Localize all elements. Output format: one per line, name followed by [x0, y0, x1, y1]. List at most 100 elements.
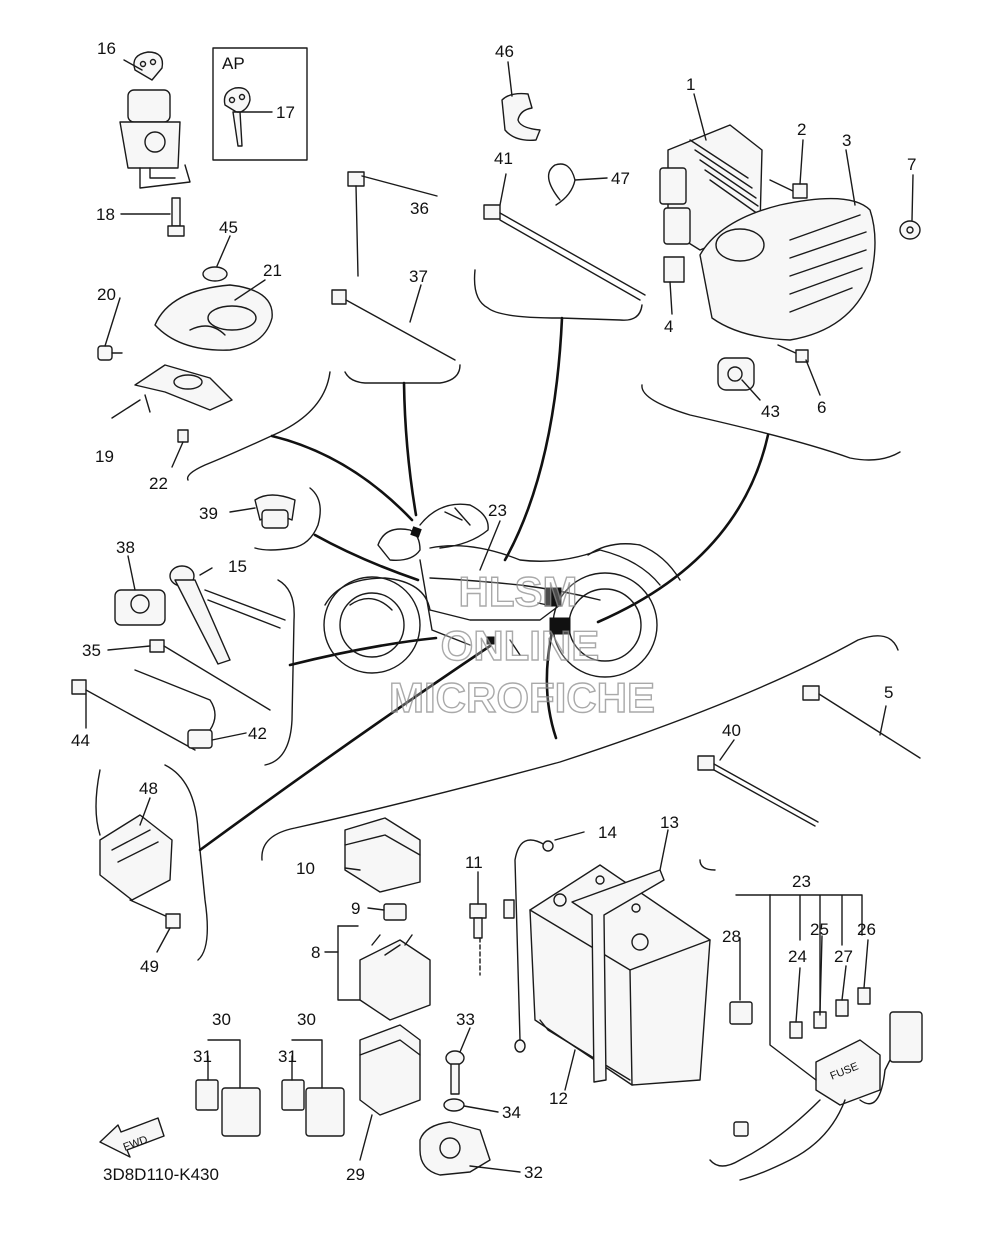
fuse-box-23: FUSE: [709, 1001, 923, 1181]
callout-19: 19: [95, 447, 114, 466]
callout-36: 36: [410, 199, 429, 218]
callout-21: 21: [263, 261, 282, 280]
fuse-9: [383, 903, 407, 921]
label-4: [663, 256, 685, 283]
relay-29: [359, 1024, 421, 1116]
bolt-6: [777, 344, 809, 363]
washer-34: [443, 1098, 465, 1112]
bolt-2: [769, 179, 808, 199]
callout-numbers: 1 2 3 4 5 6 7 8 9 10 11 12 13 14 15 16 1…: [71, 39, 916, 1184]
callout-48: 48: [139, 779, 158, 798]
clip-46: [501, 92, 541, 141]
callout-11: 11: [465, 853, 483, 872]
callout-44: 44: [71, 731, 90, 750]
callout-39: 39: [199, 504, 218, 523]
band-41: [483, 204, 646, 301]
clamp-47: [547, 163, 576, 206]
band-13: [571, 869, 665, 1083]
watermark-line-1: HLSM: [459, 568, 578, 615]
callout-37: 37: [409, 267, 428, 286]
callout-16: 16: [97, 39, 116, 58]
watermark: HLSM ONLINE MICROFICHE: [388, 567, 655, 721]
watermark-line-2: ONLINE: [441, 622, 600, 669]
callout-25: 25: [810, 920, 829, 939]
key-icon-17: [223, 87, 251, 147]
lead-14: [503, 839, 554, 1053]
callout-42: 42: [248, 724, 267, 743]
watermark-line-3: MICROFICHE: [389, 674, 655, 721]
callout-3: 3: [842, 131, 851, 150]
band-37: [331, 289, 456, 361]
callout-18: 18: [96, 205, 115, 224]
bolt-49: [129, 899, 181, 929]
callout-38: 38: [116, 538, 135, 557]
relay-8: [359, 934, 431, 1021]
cover-3: [699, 197, 876, 341]
band-42: [134, 669, 216, 749]
callout-28: 28: [722, 927, 741, 946]
callout-7: 7: [907, 155, 916, 174]
bolt-18: [167, 197, 185, 237]
sensor-15: [169, 565, 286, 665]
band-5: [802, 685, 921, 759]
coil-48: [95, 769, 173, 901]
callout-2: 2: [797, 120, 806, 139]
main-switch-16: [119, 51, 191, 189]
band-44: [71, 679, 196, 751]
callout-29: 29: [346, 1165, 365, 1184]
callout-14: 14: [598, 823, 617, 842]
grommet-7: [899, 220, 921, 240]
bolt-11: [469, 903, 487, 976]
callout-leaders: [85, 59, 914, 1173]
callout-9: 9: [351, 899, 360, 918]
band-35: [149, 639, 271, 711]
callout-12: 12: [549, 1089, 568, 1108]
rectifier-1: [659, 124, 763, 251]
callout-30-left: 30: [212, 1010, 231, 1029]
relay-30-right: [281, 1079, 345, 1137]
callout-13: 13: [660, 813, 679, 832]
diagram-code: 3D8D110-K430: [103, 1165, 219, 1184]
callout-8: 8: [311, 943, 320, 962]
ap-box: AP: [212, 47, 308, 161]
battery-12: [529, 864, 711, 1086]
callout-31-right: 31: [278, 1047, 297, 1066]
callout-23-fuse-box: 23: [792, 872, 811, 891]
callout-15: 15: [228, 557, 247, 576]
callout-31-left: 31: [193, 1047, 212, 1066]
callout-1: 1: [686, 75, 695, 94]
callout-40: 40: [722, 721, 741, 740]
cover-21: [154, 284, 273, 351]
bracket-19: [134, 364, 233, 413]
callout-34: 34: [502, 1103, 521, 1122]
callout-10: 10: [296, 859, 315, 878]
holder-38: [114, 589, 166, 626]
callout-32: 32: [524, 1163, 543, 1182]
leader-lines: [198, 316, 770, 852]
callout-43: 43: [761, 402, 780, 421]
ap-label: AP: [222, 54, 245, 73]
callout-17: 17: [276, 103, 295, 122]
screw-22: [177, 429, 189, 443]
callout-45: 45: [219, 218, 238, 237]
holder-43: [717, 357, 755, 391]
callout-6: 6: [817, 398, 826, 417]
callout-49: 49: [140, 957, 159, 976]
cover-10: [344, 817, 421, 893]
callout-5: 5: [884, 683, 893, 702]
plug-45: [202, 266, 228, 282]
callout-20: 20: [97, 285, 116, 304]
clamp-39: [254, 494, 296, 529]
callout-30-right: 30: [297, 1010, 316, 1029]
motorcycle-outline: [323, 503, 681, 678]
sensor-32: [419, 1121, 491, 1176]
callout-27: 27: [834, 947, 853, 966]
callout-47: 47: [611, 169, 630, 188]
callout-22: 22: [149, 474, 168, 493]
callout-35: 35: [82, 641, 101, 660]
forward-arrow-icon: FWD: [99, 1117, 165, 1158]
screw-20: [97, 345, 123, 361]
group-boundaries: [164, 269, 901, 961]
band-40: [697, 755, 819, 827]
